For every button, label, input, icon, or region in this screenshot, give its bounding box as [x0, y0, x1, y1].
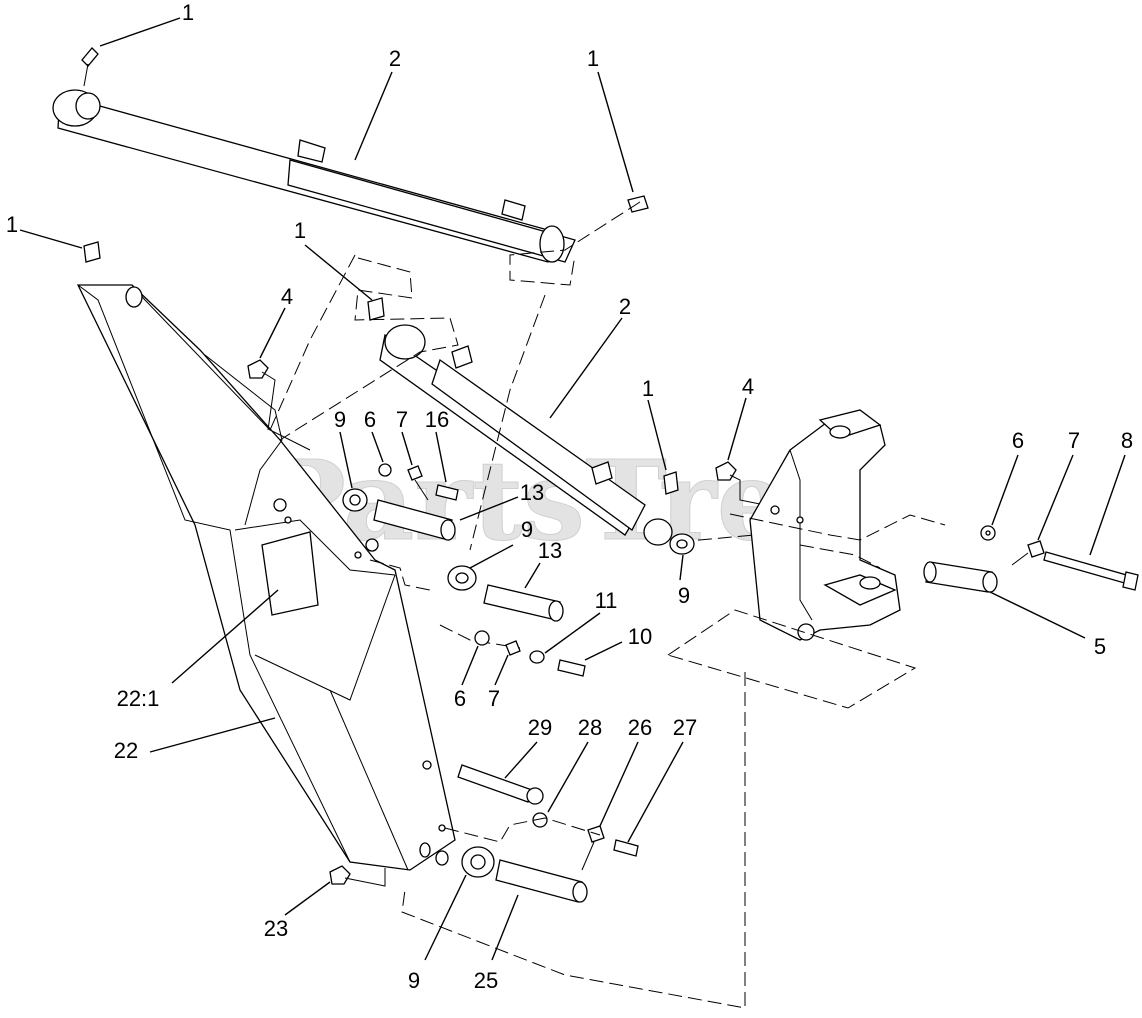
assembly-guide-line-5 — [269, 254, 356, 431]
callout-10[interactable]: 10 — [628, 624, 652, 649]
bolt-27[interactable] — [613, 839, 639, 857]
callout-25[interactable]: 25 — [474, 968, 498, 993]
nut-23[interactable] — [329, 865, 386, 887]
grease-fitting-top-right[interactable] — [627, 195, 649, 213]
callout-9-middle[interactable]: 9 — [521, 517, 533, 542]
washer-upper[interactable] — [378, 463, 392, 477]
callout-9-upper[interactable]: 9 — [334, 407, 346, 432]
callout-29[interactable]: 29 — [528, 715, 552, 740]
clevis-pin-5[interactable] — [923, 561, 998, 593]
callout-5[interactable]: 5 — [1094, 634, 1106, 659]
callout-9-bottom[interactable]: 9 — [408, 968, 420, 993]
pin-clip-middle[interactable] — [505, 640, 521, 656]
callout-1-top-right[interactable]: 1 — [587, 46, 599, 71]
assembly-guide-line-6 — [369, 559, 431, 591]
callout-22[interactable]: 22 — [114, 738, 138, 763]
callout-6-right[interactable]: 6 — [1012, 428, 1024, 453]
washer-right[interactable] — [980, 525, 996, 541]
assembly-guide-line-2 — [279, 257, 459, 441]
callout-6-middle[interactable]: 6 — [454, 686, 466, 711]
callout-9-right[interactable]: 9 — [678, 583, 690, 608]
callout-7-middle[interactable]: 7 — [488, 686, 500, 711]
pin-spacer-middle[interactable] — [447, 565, 477, 591]
pin-spacer-bottom[interactable] — [461, 846, 495, 878]
assembly-guide-line-8 — [729, 513, 946, 541]
callout-11[interactable]: 11 — [595, 588, 618, 613]
assembly-guide-line-3 — [469, 294, 546, 551]
pivot-pin-middle[interactable] — [483, 584, 564, 622]
lift-arm-weldment[interactable] — [76, 284, 456, 871]
leader-lines — [19, 17, 1126, 961]
bolt-8[interactable] — [1043, 551, 1139, 591]
callout-26[interactable]: 26 — [628, 715, 652, 740]
callout-16[interactable]: 16 — [425, 407, 449, 432]
nut-left[interactable] — [247, 359, 276, 431]
nut-right[interactable] — [715, 461, 766, 506]
assembly-guide-line-11 — [444, 817, 601, 843]
hydraulic-cylinder-lower[interactable] — [379, 324, 673, 546]
callout-28[interactable]: 28 — [578, 715, 602, 740]
assembly-guide-line-7 — [439, 624, 521, 649]
pin-29[interactable] — [457, 764, 533, 803]
callout-2-top[interactable]: 2 — [389, 46, 401, 71]
assembly-guide-line-10 — [401, 672, 746, 1009]
pivot-pin-25[interactable] — [495, 859, 588, 903]
callout-22-1[interactable]: 22:1 — [117, 686, 160, 711]
callout-1-arm[interactable]: 1 — [6, 212, 18, 237]
pin-clip-upper[interactable] — [407, 465, 429, 501]
callout-13-middle[interactable]: 13 — [538, 538, 562, 563]
callout-1-cylinder[interactable]: 1 — [294, 218, 306, 243]
callout-8[interactable]: 8 — [1121, 428, 1133, 453]
callout-7-upper[interactable]: 7 — [396, 407, 408, 432]
bushing-28[interactable] — [526, 787, 544, 805]
pin-spacer-upper[interactable] — [342, 488, 368, 512]
grease-fitting-cylinder-lower-left[interactable] — [367, 297, 385, 321]
callout-1-right[interactable]: 1 — [642, 376, 654, 401]
bolt-10[interactable] — [557, 659, 586, 677]
pivot-pin-upper[interactable] — [373, 499, 456, 541]
hydraulic-cylinder-upper[interactable] — [52, 89, 576, 263]
mount-bracket[interactable] — [749, 409, 901, 641]
grease-fitting-top-left[interactable] — [81, 47, 99, 87]
callout-4-right[interactable]: 4 — [742, 374, 754, 399]
pin-spacer-right[interactable] — [669, 533, 695, 555]
callout-4-left[interactable]: 4 — [281, 284, 293, 309]
lock-washer-11[interactable] — [529, 650, 545, 664]
callout-27[interactable]: 27 — [673, 715, 697, 740]
washer-middle[interactable] — [474, 630, 490, 646]
grease-fitting-arm[interactable] — [83, 241, 101, 263]
callout-7-right[interactable]: 7 — [1068, 428, 1080, 453]
bolt-16[interactable] — [435, 484, 459, 501]
callout-6-upper[interactable]: 6 — [364, 407, 376, 432]
grease-fitting-cylinder-lower-right[interactable] — [663, 471, 679, 495]
pin-clip-right[interactable] — [1011, 540, 1045, 566]
callout-23[interactable]: 23 — [264, 916, 288, 941]
callout-2-middle[interactable]: 2 — [619, 294, 631, 319]
callout-13-upper[interactable]: 13 — [520, 480, 544, 505]
callout-1-top-left[interactable]: 1 — [182, 0, 194, 25]
callout-labels: 1 2 1 1 1 4 2 1 4 9 6 7 16 13 9 13 9 11 … — [6, 0, 1133, 993]
assembly-guide-plane — [666, 609, 917, 709]
